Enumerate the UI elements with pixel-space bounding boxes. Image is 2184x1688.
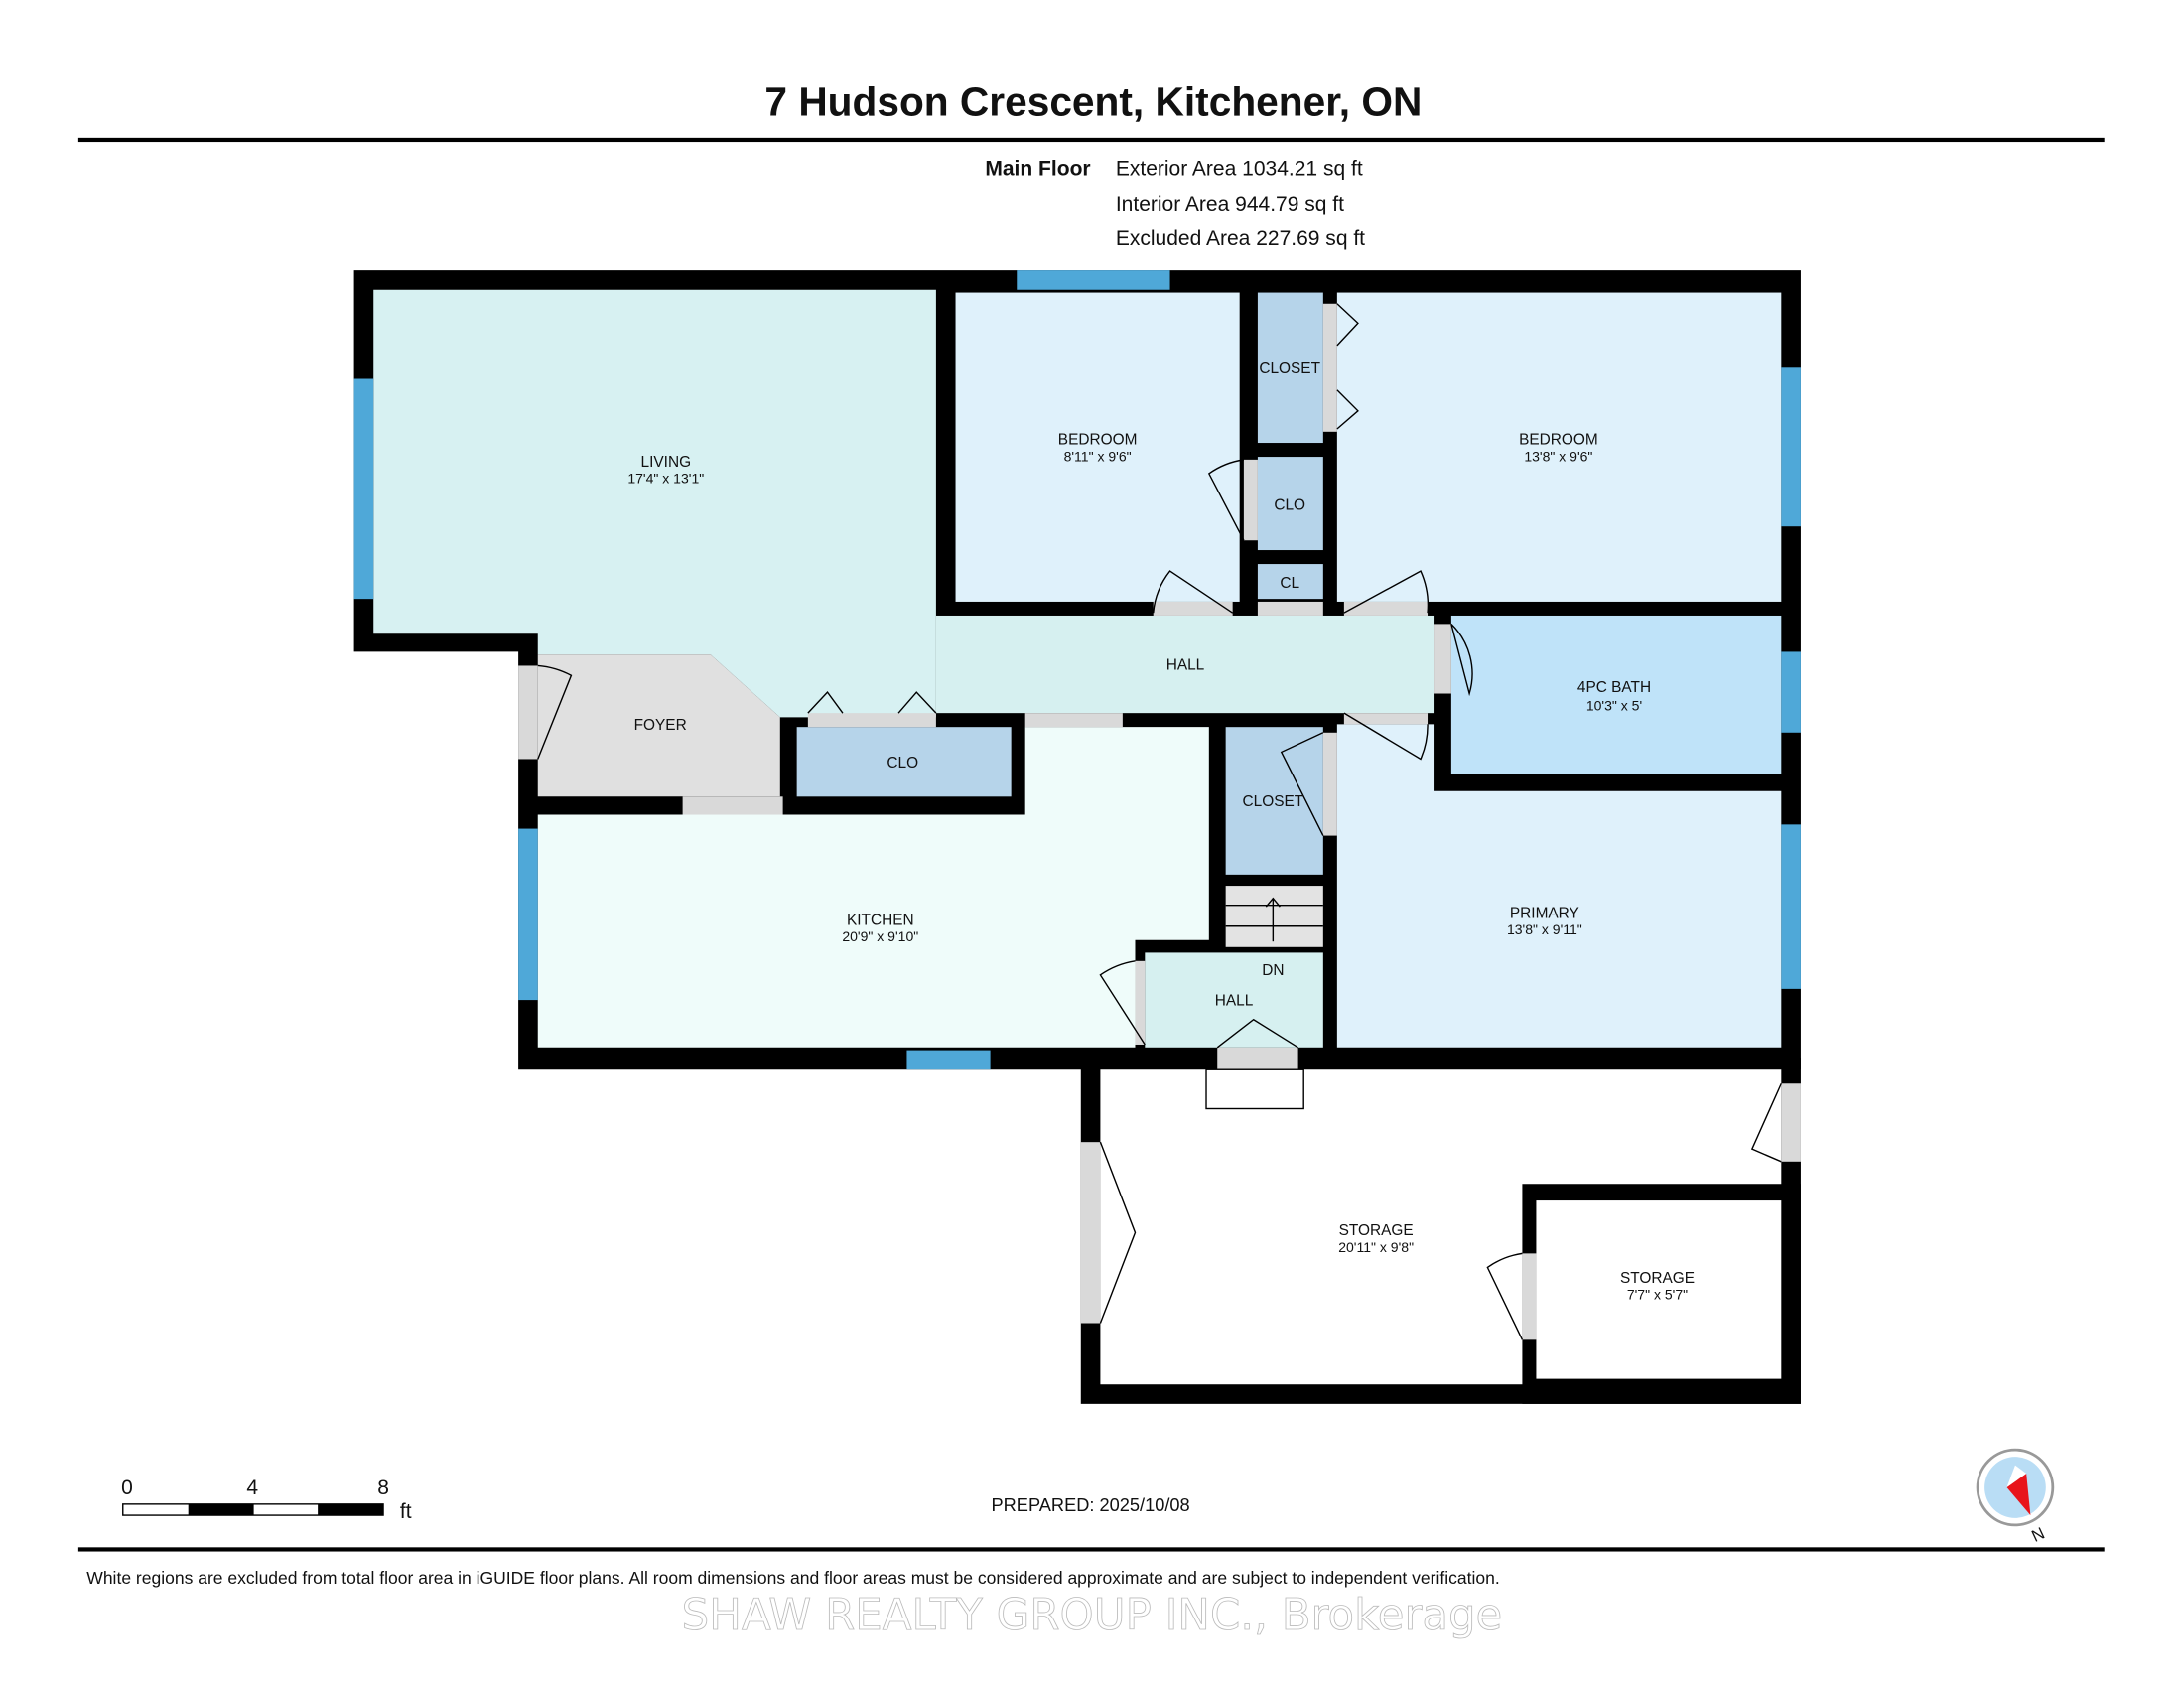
primary-label: PRIMARY — [1510, 905, 1579, 921]
room-hall — [935, 615, 1435, 714]
bath-label: 4PC BATH — [1577, 679, 1651, 696]
room-bath — [1450, 615, 1782, 774]
interior-area: Interior Area 944.79 sq ft — [1116, 193, 1344, 215]
foyer-label: FOYER — [634, 717, 687, 734]
scale-tick-0: 0 — [121, 1477, 133, 1499]
compass-north-label: N — [2029, 1523, 2048, 1545]
living-label: LIVING — [641, 454, 692, 471]
compass-icon: N — [1976, 1448, 2055, 1546]
disclaimer: White regions are excluded from total fl… — [86, 1568, 1499, 1588]
room-hall-2 — [1145, 952, 1323, 1048]
exterior-area: Exterior Area 1034.21 sq ft — [1116, 158, 1363, 181]
bedroom-1-label: BEDROOM — [1058, 431, 1138, 448]
kitchen-label: KITCHEN — [847, 912, 914, 928]
prepared-date: PREPARED: 2025/10/08 — [992, 1494, 1190, 1515]
primary-dims: 13'8" x 9'11" — [1507, 921, 1582, 937]
room-storage-2 — [1536, 1200, 1782, 1379]
living-dims: 17'4" x 13'1" — [627, 471, 704, 487]
room-labels: LIVING 17'4" x 13'1" FOYER CLO BEDROOM 8… — [627, 360, 1695, 1303]
stairs-dn-label: DN — [1262, 962, 1284, 979]
floor-label: Main Floor — [985, 158, 1090, 181]
door-openings — [518, 303, 1801, 1340]
storage-label: STORAGE — [1339, 1222, 1414, 1239]
windows — [353, 270, 1801, 1070]
room-closet-top — [1257, 292, 1323, 444]
bedroom-1-dims: 8'11" x 9'6" — [1064, 448, 1132, 464]
closet-low-label: CLOSET — [1243, 793, 1304, 810]
room-cl — [1257, 564, 1323, 600]
excluded-area: Excluded Area 227.69 sq ft — [1116, 227, 1365, 250]
scale-unit: ft — [400, 1500, 412, 1523]
hall-label: HALL — [1166, 657, 1205, 674]
closet-top-label: CLOSET — [1259, 360, 1320, 377]
stair-treads — [1225, 897, 1323, 942]
room-stairs — [1225, 886, 1323, 947]
scale-bar: 0 4 8 ft — [121, 1477, 412, 1523]
room-foyer — [537, 654, 780, 797]
room-clo-foyer — [796, 727, 1012, 797]
entry-step — [1205, 1068, 1304, 1110]
clo-foyer-label: CLO — [887, 755, 918, 772]
room-living — [373, 289, 936, 718]
cl-label: CL — [1280, 575, 1299, 592]
clo-mid-label: CLO — [1274, 496, 1305, 513]
room-bedroom-1 — [955, 292, 1240, 602]
watermark: SHAW REALTY GROUP INC., Brokerage — [682, 1591, 1503, 1640]
storage-dims: 20'11" x 9'8" — [1338, 1239, 1414, 1255]
rooms — [373, 289, 1801, 1404]
room-kitchen — [537, 727, 1209, 1048]
bedroom-2-label: BEDROOM — [1519, 431, 1598, 448]
door-swings — [537, 303, 1782, 1340]
room-closet-low — [1225, 727, 1323, 875]
scale-tick-4: 4 — [246, 1477, 258, 1499]
bath-dims: 10'3" x 5' — [1586, 697, 1642, 713]
bedroom-2-dims: 13'8" x 9'6" — [1524, 448, 1592, 464]
room-clo-mid — [1257, 457, 1323, 551]
page-title: 7 Hudson Crescent, Kitchener, ON — [764, 78, 1422, 124]
footer-divider — [77, 1547, 2105, 1552]
room-primary — [1336, 724, 1782, 1048]
header-divider — [77, 137, 2105, 143]
scale-tick-8: 8 — [377, 1477, 389, 1499]
room-bedroom-2 — [1336, 292, 1782, 602]
storage-2-label: STORAGE — [1620, 1270, 1695, 1287]
hall-2-label: HALL — [1215, 993, 1254, 1010]
storage-2-dims: 7'7" x 5'7" — [1627, 1287, 1688, 1303]
kitchen-dims: 20'9" x 9'10" — [842, 928, 918, 944]
